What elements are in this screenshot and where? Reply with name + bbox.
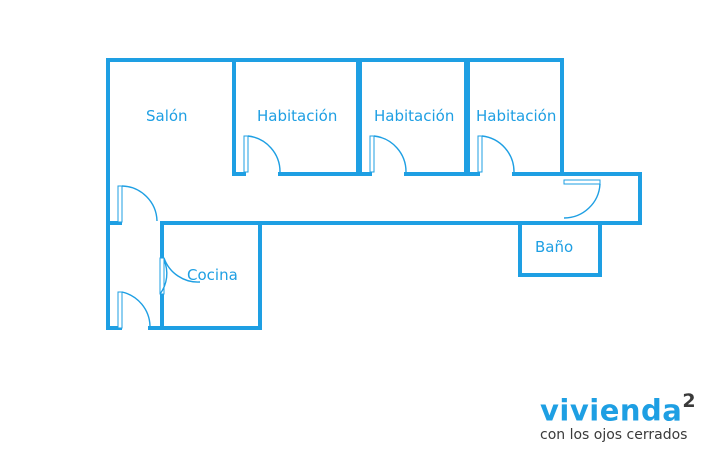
brand-logo: vivienda2 con los ojos cerrados bbox=[540, 388, 696, 443]
brand-superscript: 2 bbox=[682, 390, 697, 412]
door-swing-icon bbox=[369, 135, 407, 173]
room-label-bedroom-3: Habitación bbox=[476, 107, 556, 125]
outer-wall bbox=[106, 58, 642, 330]
brand-tagline: con los ojos cerrados bbox=[540, 426, 688, 443]
room-label-salon: Salón bbox=[146, 107, 188, 125]
door-swing-icon bbox=[477, 135, 515, 173]
door-swing-icon bbox=[117, 291, 151, 329]
door-swing-icon bbox=[243, 135, 281, 173]
brand-name-text: vivienda bbox=[540, 393, 683, 428]
brand-name: vivienda2 bbox=[540, 388, 696, 427]
bathroom-walls bbox=[518, 221, 602, 277]
door-swing-icon bbox=[117, 185, 158, 223]
bedroom-3-walls bbox=[466, 58, 564, 176]
room-label-bedroom-1: Habitación bbox=[257, 107, 337, 125]
room-label-bathroom: Baño bbox=[535, 238, 573, 256]
room-label-kitchen: Cocina bbox=[187, 266, 238, 284]
door-swing-icon bbox=[159, 257, 201, 295]
door-swing-icon bbox=[563, 179, 601, 219]
room-label-bedroom-2: Habitación bbox=[374, 107, 454, 125]
